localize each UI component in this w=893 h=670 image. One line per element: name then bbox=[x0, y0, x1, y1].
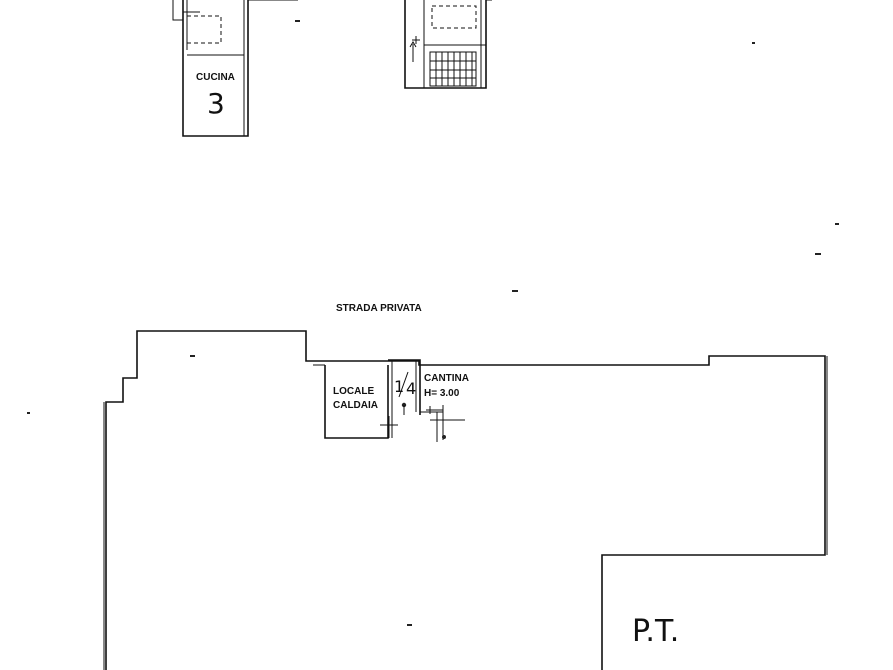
street-label: STRADA PRIVATA bbox=[336, 303, 422, 314]
floor-level-label: P.T. bbox=[632, 614, 679, 649]
boiler-room bbox=[313, 364, 389, 439]
cellar-room bbox=[380, 359, 465, 442]
fraction-denominator: 4 bbox=[406, 379, 416, 398]
stair-grid bbox=[429, 51, 477, 87]
kitchen-room bbox=[172, 0, 298, 137]
stair-block bbox=[404, 0, 492, 89]
kitchen-number: 3 bbox=[207, 87, 225, 120]
fraction-numerator: 1 bbox=[394, 377, 404, 396]
ground-floor-outline bbox=[105, 330, 826, 670]
boiler-room-label-line1: LOCALE bbox=[333, 386, 374, 397]
scan-specks bbox=[27, 20, 839, 626]
upper-floor-fragment: CUCINA 3 bbox=[172, 0, 492, 137]
ownership-fraction: 1 4 bbox=[394, 371, 416, 398]
kitchen-name: CUCINA bbox=[196, 72, 235, 83]
boiler-room-label-line2: CALDAIA bbox=[333, 400, 378, 411]
cellar-name: CANTINA bbox=[424, 373, 469, 384]
ground-floor-plan: STRADA PRIVATA LOCALE CALDAIA 1 4 CANTIN… bbox=[103, 303, 828, 670]
cellar-height: H= 3.00 bbox=[424, 388, 460, 399]
